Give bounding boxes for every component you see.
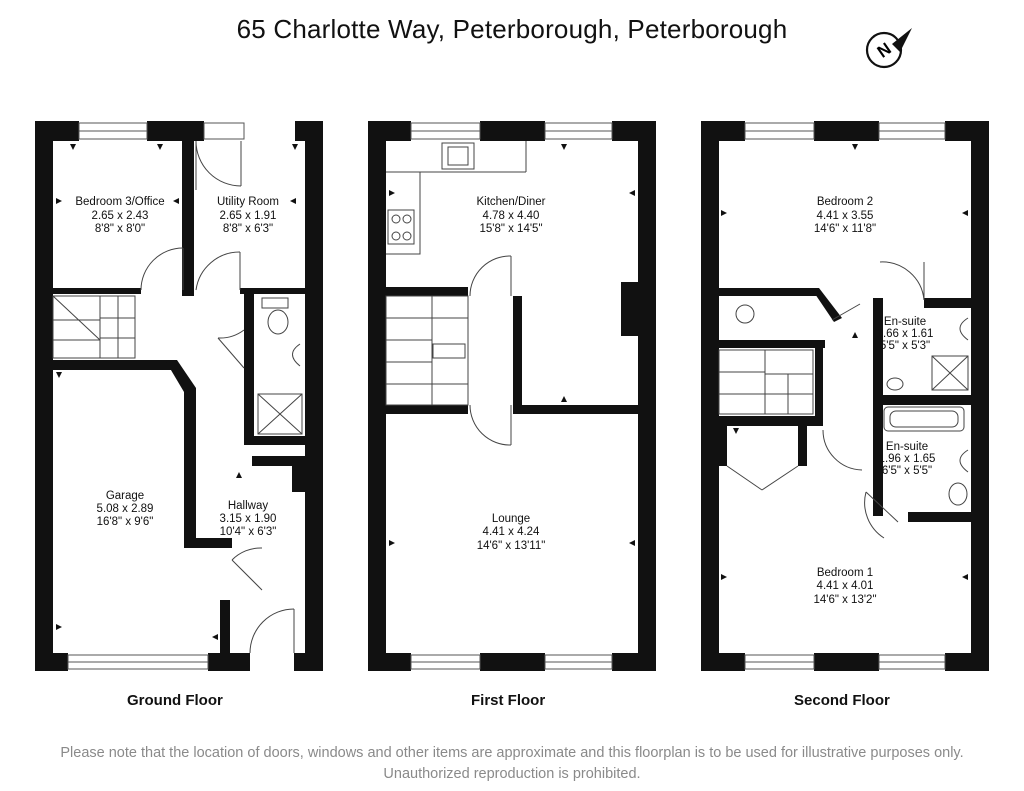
room-metric: 5.08 x 2.89 — [97, 503, 154, 515]
room-metric: 3.15 x 1.90 — [220, 513, 277, 525]
room-imperial: 14'6" x 13'11" — [477, 540, 546, 552]
room-name: En-suite — [886, 441, 928, 453]
north-arrow-icon: N — [865, 28, 912, 69]
room-name: Utility Room — [217, 196, 279, 208]
room-labels: Bedroom 3/Office 2.65 x 2.43 8'8" x 8'0"… — [75, 196, 935, 606]
room-name: Kitchen/Diner — [476, 196, 545, 208]
second-floor-walls — [701, 121, 989, 671]
room-imperial: 5'5" x 5'3" — [880, 340, 930, 352]
room-metric: 2.65 x 1.91 — [220, 210, 277, 222]
room-metric: 1.96 x 1.65 — [879, 453, 936, 465]
room-metric: 4.41 x 4.24 — [483, 526, 541, 538]
room-metric: 2.65 x 2.43 — [92, 210, 149, 222]
room-name: Garage — [106, 490, 144, 502]
room-imperial: 14'6" x 11'8" — [814, 223, 876, 235]
floor-label-ground: Ground Floor — [127, 692, 223, 709]
room-metric: 4.41 x 4.01 — [817, 580, 874, 592]
dimension-markers — [56, 144, 968, 640]
room-name: Bedroom 3/Office — [75, 196, 164, 208]
first-floor-walls — [368, 121, 656, 671]
room-imperial: 10'4" x 6'3" — [220, 526, 277, 538]
room-name: Bedroom 1 — [817, 567, 873, 579]
room-imperial: 14'6" x 13'2" — [813, 594, 876, 606]
room-name: En-suite — [884, 316, 926, 328]
room-name: Bedroom 2 — [817, 196, 873, 208]
room-imperial: 16'8" x 9'6" — [97, 516, 154, 528]
fixtures — [52, 140, 969, 654]
room-imperial: 15'8" x 14'5" — [479, 223, 542, 235]
page-title: 65 Charlotte Way, Peterborough, Peterbor… — [236, 14, 788, 44]
disclaimer-text: Please note that the location of doors, … — [60, 745, 964, 782]
room-name: Lounge — [492, 513, 530, 525]
room-name: Hallway — [228, 500, 269, 512]
room-metric: 1.66 x 1.61 — [877, 328, 934, 340]
ground-floor-walls — [35, 121, 323, 671]
room-imperial: 6'5" x 5'5" — [882, 465, 932, 477]
room-imperial: 8'8" x 8'0" — [95, 223, 145, 235]
room-imperial: 8'8" x 6'3" — [223, 223, 273, 235]
floor-label-first: First Floor — [471, 692, 546, 709]
room-metric: 4.78 x 4.40 — [483, 210, 540, 222]
room-metric: 4.41 x 3.55 — [817, 210, 874, 222]
windows — [67, 122, 946, 670]
floor-label-second: Second Floor — [794, 692, 890, 709]
